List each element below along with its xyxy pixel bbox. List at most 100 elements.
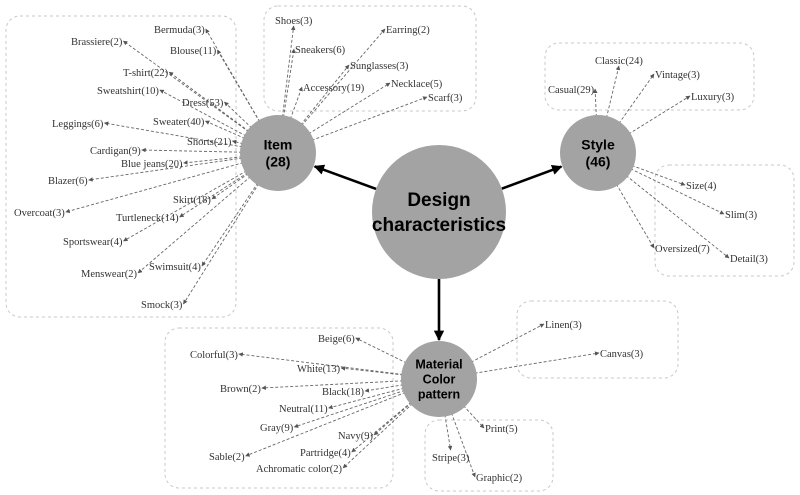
group-box-2 (263, 5, 477, 112)
leaf-label-accessory: Accessory(19) (303, 83, 365, 94)
connector-linen (470, 323, 545, 363)
hub-title-material: Material (415, 357, 462, 371)
connector-print (463, 405, 485, 429)
connector-sunglasses (300, 64, 350, 126)
connector-blouse (216, 49, 261, 123)
leaf-label-shorts: Shorts(21) (187, 137, 232, 148)
hub-links (313, 164, 563, 342)
group-box-1 (5, 15, 237, 318)
connector-menswear (137, 176, 251, 274)
leaf-label-skirt: Skirt(18) (173, 195, 211, 206)
leaf-label-slim: Slim(3) (725, 210, 758, 221)
leaf-label-size: Size(4) (686, 181, 717, 192)
hub-title-item: Item (264, 137, 293, 153)
leaf-label-white: White(13) (297, 364, 341, 375)
connector-stripe (444, 414, 453, 451)
connector-classic (605, 65, 621, 119)
connector-graphic (450, 412, 476, 478)
connector-achromatic-color (342, 403, 413, 469)
hub-title-item: (28) (266, 153, 291, 169)
connector-blue-jeans (183, 156, 243, 165)
leaf-label-beige: Beige(6) (318, 334, 355, 345)
connector-sweater (204, 120, 246, 139)
leaf-label-luxury: Luxury(3) (691, 92, 735, 103)
connector-accessory (289, 86, 303, 120)
connector-canvas (474, 351, 600, 374)
center-node (372, 145, 506, 279)
connector-navy (373, 402, 413, 436)
leaf-label-blue-jeans: Blue jeans(20) (121, 159, 183, 170)
leaf-label-vintage: Vintage(3) (655, 70, 700, 81)
connector-necklace (308, 82, 391, 135)
leaf-connectors (65, 25, 730, 478)
hub-node-material (401, 341, 477, 417)
leaf-label-casual: Casual(29) (548, 85, 595, 96)
connector-cardigan (141, 147, 243, 153)
leaf-label-sneakers: Sneakers(6) (295, 45, 346, 56)
leaf-label-partridge: Partridge(4) (300, 448, 351, 459)
leaf-label-swimsuit: Swimsuit(4) (149, 262, 201, 273)
group-box-5 (164, 327, 394, 489)
leaf-label-sunglasses: Sunglasses(3) (350, 61, 409, 72)
leaf-label-brown: Brown(2) (220, 384, 261, 395)
leaf-label-leggings: Leggings(6) (52, 119, 104, 130)
hub-node-style (560, 115, 636, 191)
connector-white (340, 366, 404, 376)
leaf-label-detail: Detail(3) (730, 254, 768, 265)
link-center-to-item (313, 164, 377, 191)
leaf-label-linen: Linen(3) (545, 320, 582, 331)
connector-dress (224, 101, 253, 129)
connector-luxury (628, 95, 691, 135)
leaf-label-t-shirt: T-shirt(22) (123, 68, 169, 79)
leaf-label-oversized: Oversized(7) (655, 244, 710, 255)
leaf-label-bermuda: Bermuda(3) (154, 25, 205, 36)
leaf-label-canvas: Canvas(3) (600, 349, 644, 360)
leaf-label-navy: Navy(9) (338, 431, 373, 442)
nodes: DesigncharacteristicsItem(28)Style(46)Ma… (240, 115, 636, 417)
connector-scarf (311, 96, 428, 141)
leaf-label-brassiere: Brassiere(2) (71, 37, 123, 48)
leaf-label-stripe: Stripe(3) (432, 453, 470, 464)
connector-shoes (281, 25, 296, 118)
connector-colorful (238, 352, 404, 375)
connector-earring (301, 28, 386, 127)
leaf-label-blazer: Blazer(6) (48, 176, 88, 187)
leaf-label-graphic: Graphic(2) (476, 473, 523, 484)
leaf-label-achromatic-color: Achromatic color(2) (256, 464, 343, 475)
connector-partridge (351, 401, 412, 453)
leaf-label-smock: Smock(3) (141, 300, 183, 311)
leaf-label-sportswear: Sportswear(4) (63, 237, 123, 248)
leaf-label-classic: Classic(24) (595, 56, 643, 67)
connector-beige (355, 337, 407, 364)
hub-title-material: pattern (418, 387, 460, 401)
leaf-label-colorful: Colorful(3) (190, 350, 238, 361)
connector-blazer (88, 157, 243, 182)
connector-oversized (615, 183, 655, 249)
connector-sable (245, 391, 406, 457)
group-box-7 (424, 419, 554, 492)
leaf-label-shoes: Shoes(3) (275, 16, 313, 27)
hub-title-style: (46) (586, 153, 611, 169)
leaf-label-scarf: Scarf(3) (428, 93, 463, 104)
leaf-label-overcoat: Overcoat(3) (14, 208, 65, 219)
connector-slim (630, 168, 725, 215)
leaf-label-neutral: Neutral(11) (279, 404, 328, 415)
connector-sneakers (283, 48, 296, 118)
group-box-4 (654, 164, 795, 277)
leaf-label-cardigan: Cardigan(9) (90, 146, 141, 157)
connector-gray (293, 389, 405, 428)
connector-size (631, 165, 686, 186)
connector-vintage (618, 73, 655, 124)
leaf-label-blouse: Blouse(11) (170, 46, 217, 57)
connector-turtleneck (179, 172, 249, 218)
leaf-label-gray: Gray(9) (260, 423, 294, 434)
connector-smock (183, 183, 260, 305)
leaf-label-print: Print(5) (485, 424, 518, 435)
leaf-label-sweater: Sweater(40) (153, 117, 205, 128)
connector-leggings (103, 121, 243, 148)
connector-t-shirt (168, 71, 250, 132)
connector-detail (625, 175, 730, 259)
link-center-to-style (501, 164, 563, 190)
leaf-labels: Bermuda(3) Brassiere(2) Blouse(11)T-shirt(… (14, 16, 768, 484)
